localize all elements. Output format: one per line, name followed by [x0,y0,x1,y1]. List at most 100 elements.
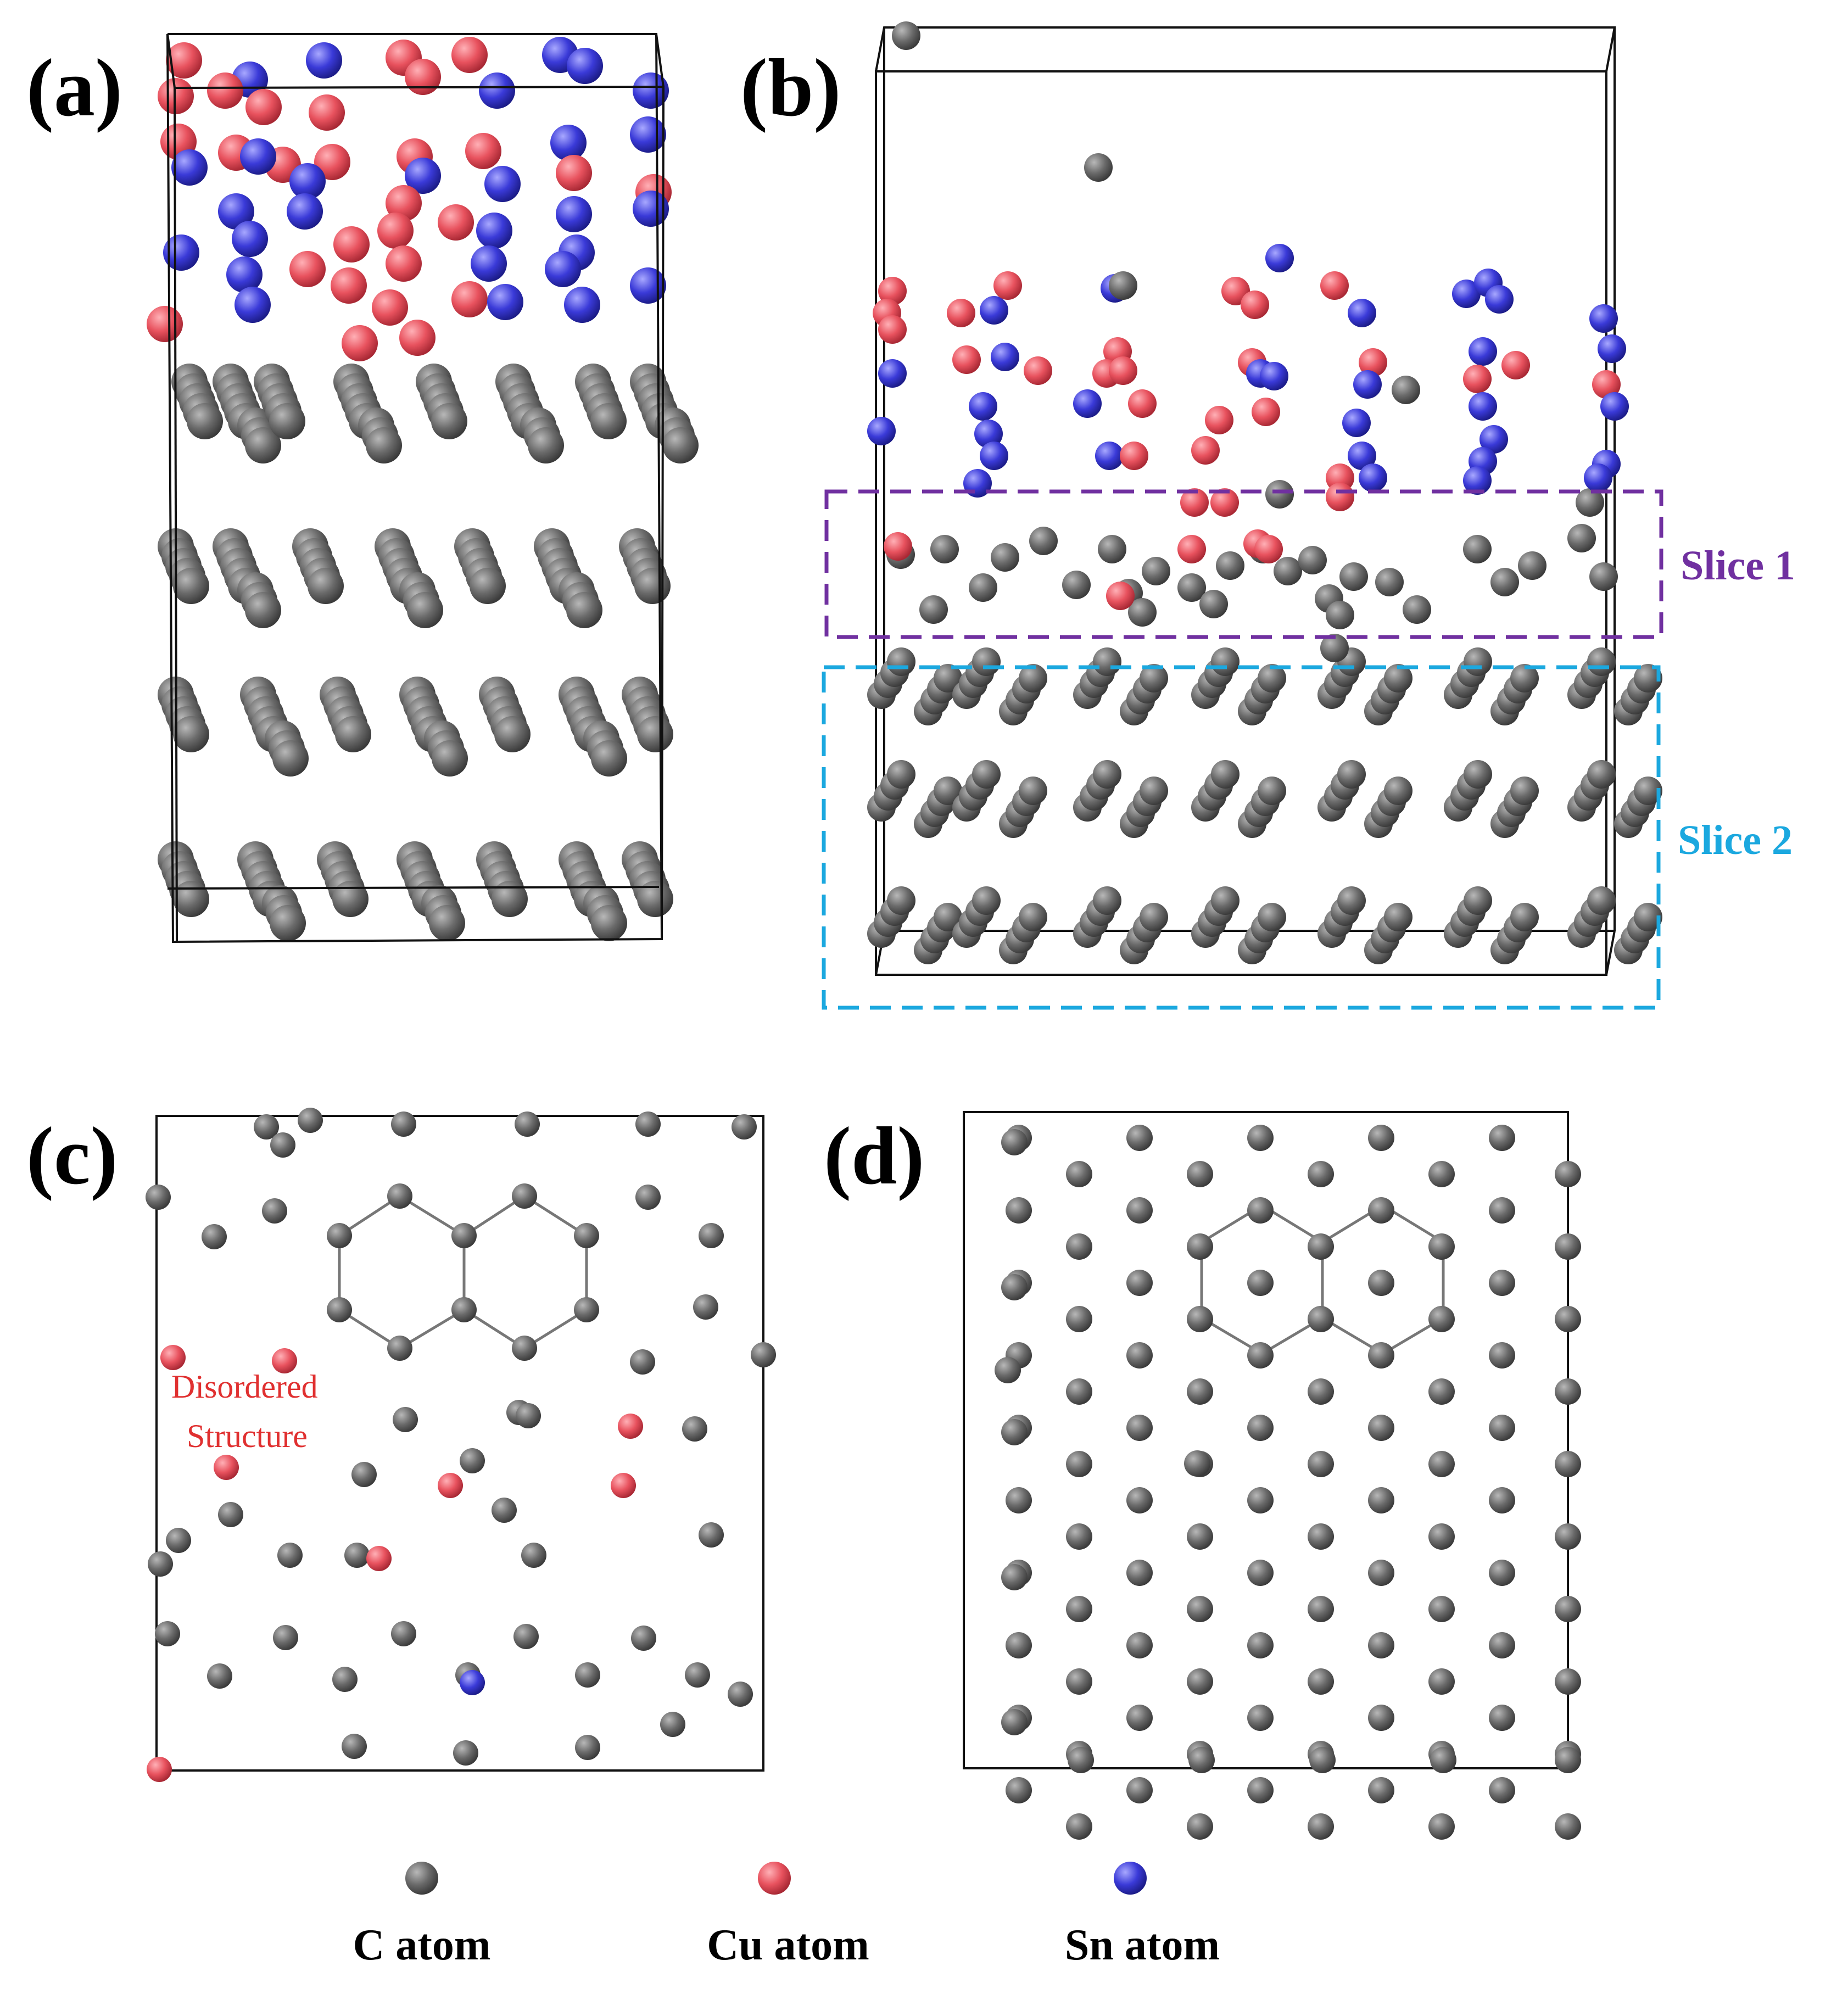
sn-atom [1348,299,1376,327]
c-atom [1634,777,1662,805]
c-atom [591,905,627,941]
c-atom [699,1522,724,1548]
c-atom [1274,557,1302,585]
c-atom [254,1114,279,1140]
c-atom [919,595,948,624]
c-atom [1006,1487,1032,1513]
sn-atom-icon [1114,1862,1147,1895]
panel-c-hexagon-outline [338,1194,466,1350]
cu-atom [611,1473,636,1498]
c-atom [1187,1523,1213,1550]
panel-b-label: (b) [740,42,841,133]
c-atom [1308,1813,1334,1840]
c-atom [637,881,673,917]
c-atom [1001,1709,1028,1735]
sn-atom [980,296,1008,325]
sn-atom [633,72,669,109]
c-atom [1187,1306,1213,1332]
c-atom [1066,1233,1092,1260]
cu-atom [386,245,422,282]
sn-atom [240,138,276,175]
c-atom [575,1662,600,1688]
cu-atom [1024,356,1052,385]
c-atom [1001,1274,1028,1300]
cu-atom [331,267,367,304]
c-atom [173,568,209,604]
c-atom [1587,886,1616,915]
c-atom [270,1132,295,1158]
panel-d-label: (d) [824,1110,924,1202]
cu-atom [438,204,474,241]
sn-atom [1073,389,1102,418]
panel-c-atoms [146,1108,776,1782]
c-atom [512,1183,537,1209]
c-atom [1187,1813,1213,1840]
cu-atom [556,155,592,191]
c-atom [1062,571,1091,599]
c-atom [1126,1705,1153,1731]
cu-atom [1109,356,1137,385]
c-atom [1589,562,1618,591]
sn-atom [289,163,326,199]
c-atom [1510,777,1539,805]
c-atom [732,1114,757,1140]
panel-d-cell-box [963,1111,1569,1769]
c-atom [1320,634,1349,662]
c-atom [327,1223,352,1248]
c-atom [460,1448,485,1473]
c-atom [634,568,671,604]
panel-c-cell-box [155,1115,764,1772]
c-atom [1126,1342,1153,1369]
slice-2-box [822,665,1661,1010]
c-atom [270,905,306,941]
panel-c-hexagon-outline-2 [463,1194,588,1350]
c-atom [202,1224,227,1249]
sn-atom [545,251,581,287]
c-atom [431,403,467,439]
c-atom [351,1462,377,1487]
sn-atom [1452,280,1481,308]
cu-atom [1106,582,1135,610]
sn-atom [171,149,208,186]
c-atom [1587,647,1616,676]
c-atom [391,1111,416,1137]
disordered-annotation-line1: Disordered [171,1369,318,1405]
c-atom [1066,1451,1092,1477]
c-atom [173,716,209,752]
cu-atom [1180,488,1209,517]
c-atom [512,1336,537,1361]
c-atom [391,1621,416,1646]
c-atom [1211,886,1240,915]
c-atom [1555,1596,1581,1622]
c-atom [1368,1415,1394,1441]
c-atom [1428,1378,1455,1405]
c-atom [1555,1306,1581,1332]
sn-atom [226,256,263,293]
c-atom [1098,535,1126,563]
c-atom [1187,1596,1213,1622]
cu-atom [399,320,436,356]
c-atom [1188,1747,1215,1773]
c-atom [1308,1378,1334,1405]
sn-atom [1342,409,1371,437]
c-atom [1368,1270,1394,1296]
sn-atom [991,343,1019,371]
c-atom [146,1185,171,1210]
c-atom-icon [405,1862,438,1895]
c-atom [1187,1668,1213,1695]
c-atom [1555,1813,1581,1840]
c-atom [1199,590,1228,618]
disordered-annotation-line2: Structure [187,1418,308,1454]
sn-atom [1485,285,1514,314]
c-atom [1339,562,1368,591]
c-atom [1428,1306,1455,1332]
panel-d-atoms [995,1125,1581,1840]
c-atom [1066,1378,1092,1405]
c-atom [1567,524,1596,552]
c-atom [1403,595,1431,624]
cu-atom [386,185,422,221]
sn-atom [1463,466,1492,495]
c-atom [1368,1777,1394,1803]
cu-atom [878,315,907,344]
cu-atom [1592,370,1621,399]
